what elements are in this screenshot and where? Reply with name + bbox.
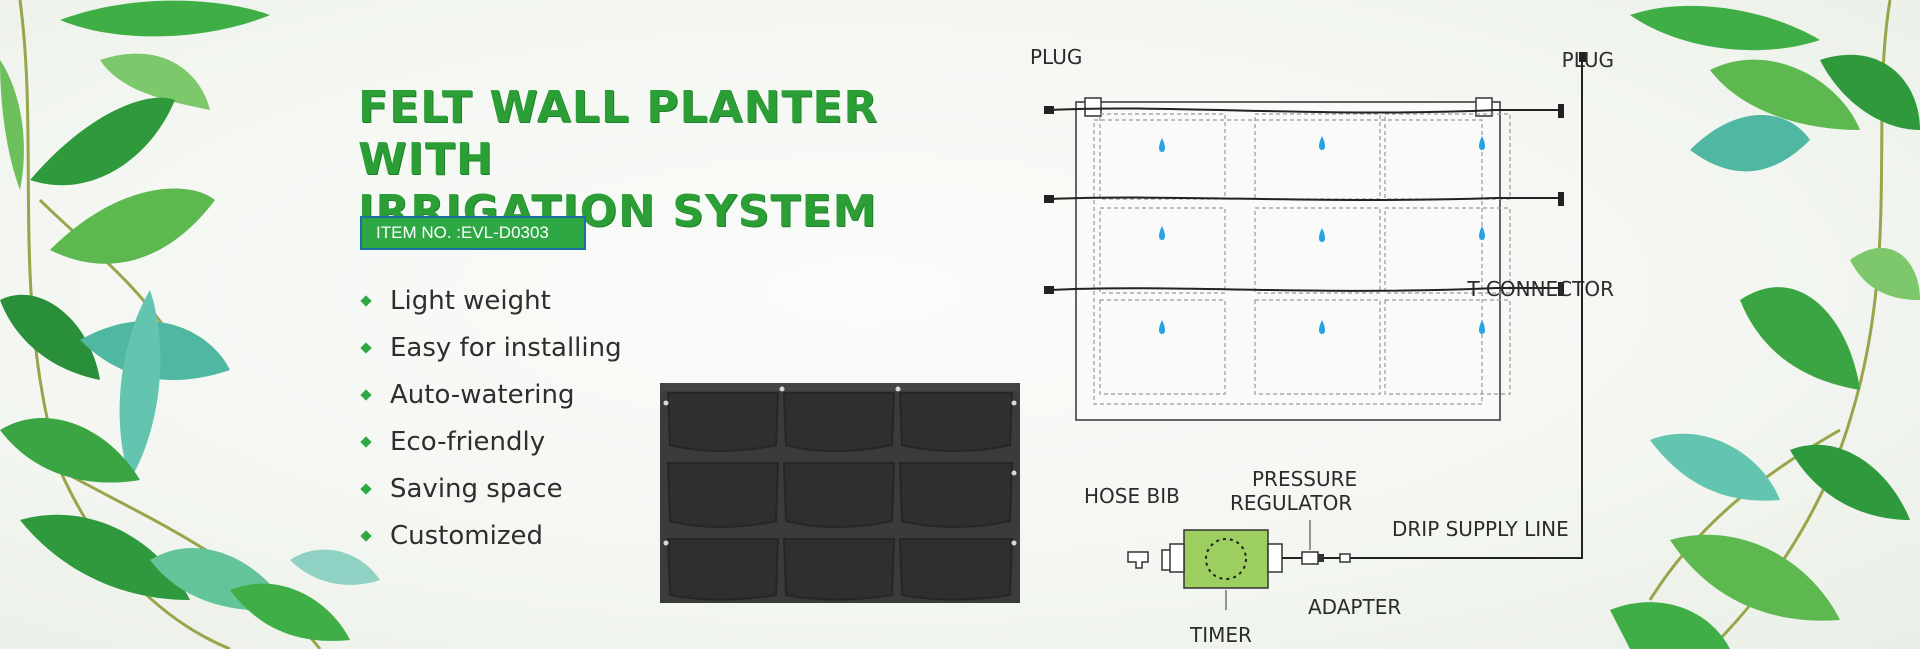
feature-label: Easy for installing [390,332,622,363]
feature-label: Saving space [390,473,563,504]
label-plug-right: PLUG [1561,48,1614,72]
irrigation-diagram: PLUG PLUG T CONNECTOR HOSE BIB PRESSURE … [1020,30,1620,649]
feature-item: Saving space [360,465,622,512]
feature-item: Easy for installing [360,324,622,371]
label-hose-bib: HOSE BIB [1084,484,1180,508]
title-line-1: FELT WALL PLANTER WITH [358,82,879,185]
diamond-bullet-icon [360,529,372,542]
diamond-bullet-icon [360,482,372,495]
feature-label: Customized [390,520,543,551]
label-t-connector: T CONNECTOR [1467,277,1614,301]
leaf-decoration-right [1610,0,1920,649]
feature-label: Light weight [390,285,551,316]
feature-item: Light weight [360,277,622,324]
item-number-badge: ITEM NO. :EVL-D0303 [360,216,586,250]
feature-item: Customized [360,512,622,559]
feature-label: Eco-friendly [390,426,546,457]
feature-list: Light weight Easy for installing Auto-wa… [360,277,622,559]
label-drip-supply-line: DRIP SUPPLY LINE [1392,517,1569,541]
leaf-decoration-left [0,0,380,649]
diamond-bullet-icon [360,294,372,307]
label-pressure-regulator-2: REGULATOR [1230,491,1353,515]
feature-item: Auto-watering [360,371,622,418]
label-adapter: ADAPTER [1308,595,1402,619]
diamond-bullet-icon [360,341,372,354]
feature-label: Auto-watering [390,379,575,410]
label-pressure-regulator-1: PRESSURE [1252,467,1358,491]
diamond-bullet-icon [360,435,372,448]
felt-planter-photo [660,383,1020,603]
feature-item: Eco-friendly [360,418,622,465]
page-title: FELT WALL PLANTER WITH IRRIGATION SYSTEM [358,82,1018,238]
label-plug-top: PLUG [1030,45,1083,69]
irrigation-schematic [1044,52,1587,610]
label-timer: TIMER [1190,623,1252,647]
diamond-bullet-icon [360,388,372,401]
